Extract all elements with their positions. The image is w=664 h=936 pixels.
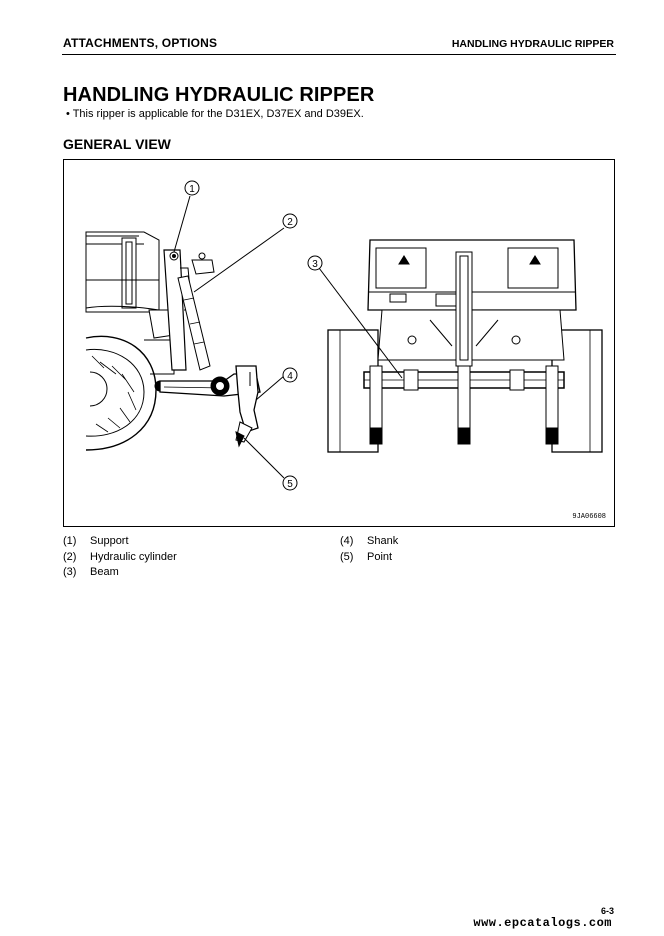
legend-label: Point <box>367 550 393 563</box>
callout-2-label: 2 <box>287 217 293 228</box>
watermark-url: www.epcatalogs.com <box>473 916 612 930</box>
callout-5-label: 5 <box>287 479 293 490</box>
legend-label: Shank <box>367 535 399 547</box>
header-chapter: HANDLING HYDRAULIC RIPPER <box>451 38 614 50</box>
applicability-note: • This ripper is applicable for the D31E… <box>66 108 364 120</box>
general-view-figure: 1 2 3 4 5 9JA06608 <box>63 159 615 527</box>
legend-number: (2) <box>63 550 77 563</box>
callout-4: 4 <box>282 367 298 383</box>
legend-left: (1) Support (2) Hydraulic cylinder (3) B… <box>63 535 177 582</box>
legend-number: (4) <box>340 535 354 547</box>
legend-label: Hydraulic cylinder <box>90 550 177 563</box>
callout-1-label: 1 <box>189 184 195 195</box>
legend-right: (4) Shank (5) Point <box>340 535 398 566</box>
callout-3-label: 3 <box>312 259 318 270</box>
figure-code: 9JA06608 <box>572 513 606 521</box>
ripper-illustration: 1 2 3 4 5 <box>85 180 603 491</box>
legend-item: (4) Shank <box>340 535 398 551</box>
callout-1: 1 <box>184 180 200 196</box>
legend-number: (3) <box>63 566 77 578</box>
legend-label: Beam <box>90 566 119 578</box>
section-subheading: GENERAL VIEW <box>63 136 171 152</box>
rear-view-drawing <box>315 239 603 453</box>
callout-3: 3 <box>307 255 323 271</box>
header-rule <box>62 54 616 55</box>
legend-number: (1) <box>63 535 77 547</box>
legend-item: (1) Support <box>63 535 177 551</box>
callout-5: 5 <box>282 475 298 491</box>
legend-label: Support <box>90 535 129 547</box>
legend-item: (3) Beam <box>63 566 177 582</box>
legend-number: (5) <box>340 550 354 563</box>
legend-item: (5) Point <box>340 551 398 567</box>
page-title: HANDLING HYDRAULIC RIPPER <box>63 84 375 106</box>
header-section: ATTACHMENTS, OPTIONS <box>63 36 218 50</box>
callout-4-label: 4 <box>287 371 293 382</box>
side-view-drawing <box>85 195 285 479</box>
callout-2: 2 <box>282 213 298 229</box>
legend-item: (2) Hydraulic cylinder <box>63 551 177 567</box>
page-number: 6-3 <box>600 906 614 916</box>
